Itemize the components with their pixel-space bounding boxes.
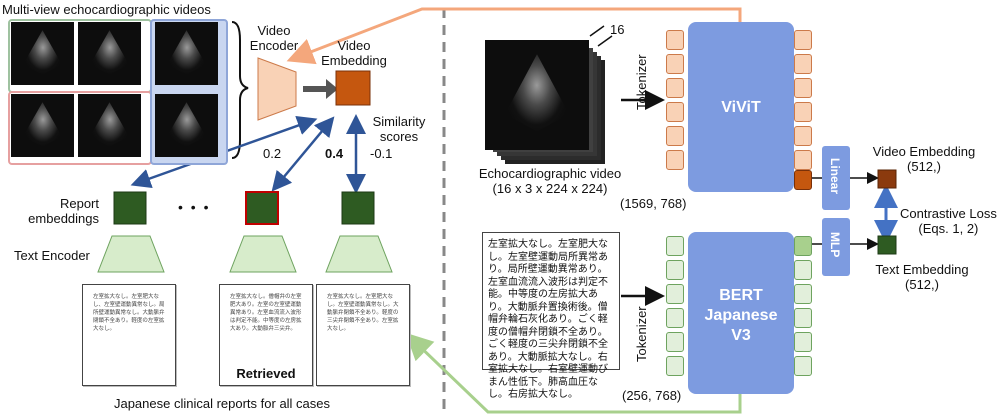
retrieved-label: Retrieved (236, 366, 296, 381)
vivit-block: ViViT (688, 22, 794, 192)
echo-thumbnail (11, 22, 74, 85)
report-card-retrieved: 左室拡大なし。僧帽弁の左室肥大あり。左室の左室壁運動異常あり。左室血流流入波形は… (219, 284, 313, 386)
reports-caption: Japanese clinical reports for all cases (113, 396, 331, 411)
contrastive-loss-label: Contrastive Loss(Eqs. 1, 2) (900, 206, 997, 236)
echo-thumbnail (155, 94, 218, 157)
text-encoder-2 (229, 235, 297, 273)
bert-block: BERT Japanese V3 (688, 232, 794, 394)
text-encoder-1 (97, 235, 165, 273)
report-card: 左室拡大なし。左室肥大なし。左室壁運動異常なし。大動脈弁閉鎖不全あり。軽度の三尖… (316, 284, 410, 386)
score-n: -0.1 (370, 146, 393, 161)
text-embedding-output (877, 235, 897, 255)
report-embedding-n (341, 191, 375, 225)
mlp-block: MLP (822, 218, 850, 276)
echo-thumbnail (11, 94, 74, 157)
tokenizer-label-text: Tokenizer (634, 306, 649, 362)
video-path-line (286, 7, 742, 65)
echo-thumbnail (155, 22, 218, 85)
text-embedding-output-label: Text Embedding(512,) (875, 262, 969, 292)
echo-video-label: Echocardiographic video(16 x 3 x 224 x 2… (478, 166, 622, 196)
report-embedding-1 (113, 191, 147, 225)
text-tokens-shape: (256, 768) (622, 388, 682, 403)
input-report-text: 左室拡大なし。左室肥大なし。左室壁運動局所異常あり。局所壁運動異常あり。左室血流… (482, 232, 620, 400)
score-1: 0.2 (263, 146, 282, 161)
tokenizer-label-video: Tokenizer (634, 54, 649, 110)
echo-thumbnail (78, 94, 141, 157)
report-embedding-retrieved (245, 191, 279, 225)
score-retrieved: 0.4 (325, 146, 344, 161)
videos-title: Multi-view echocardiographic videos (2, 2, 211, 17)
ellipsis: • • • (178, 199, 211, 215)
echo-frame (485, 40, 589, 150)
echo-thumbnail (78, 22, 141, 85)
video-encoder-shape (257, 57, 297, 121)
video-embedding-output-label: Video Embedding(512,) (872, 144, 976, 174)
report-card: 左室拡大なし。左室肥大なし、左室壁運動異常なし。局所壁運動異常なし。大動脈弁閉鎖… (82, 284, 176, 386)
text-encoder-3 (325, 235, 393, 273)
video-tokens-shape: (1569, 768) (620, 196, 687, 211)
text-path-line (405, 332, 742, 414)
frames-count: 16 (610, 22, 625, 37)
linear-block: Linear (822, 146, 850, 210)
video-embedding-output (877, 169, 897, 189)
text-encoder-label: Text Encoder (14, 248, 90, 263)
video-embedding-square (335, 70, 371, 106)
